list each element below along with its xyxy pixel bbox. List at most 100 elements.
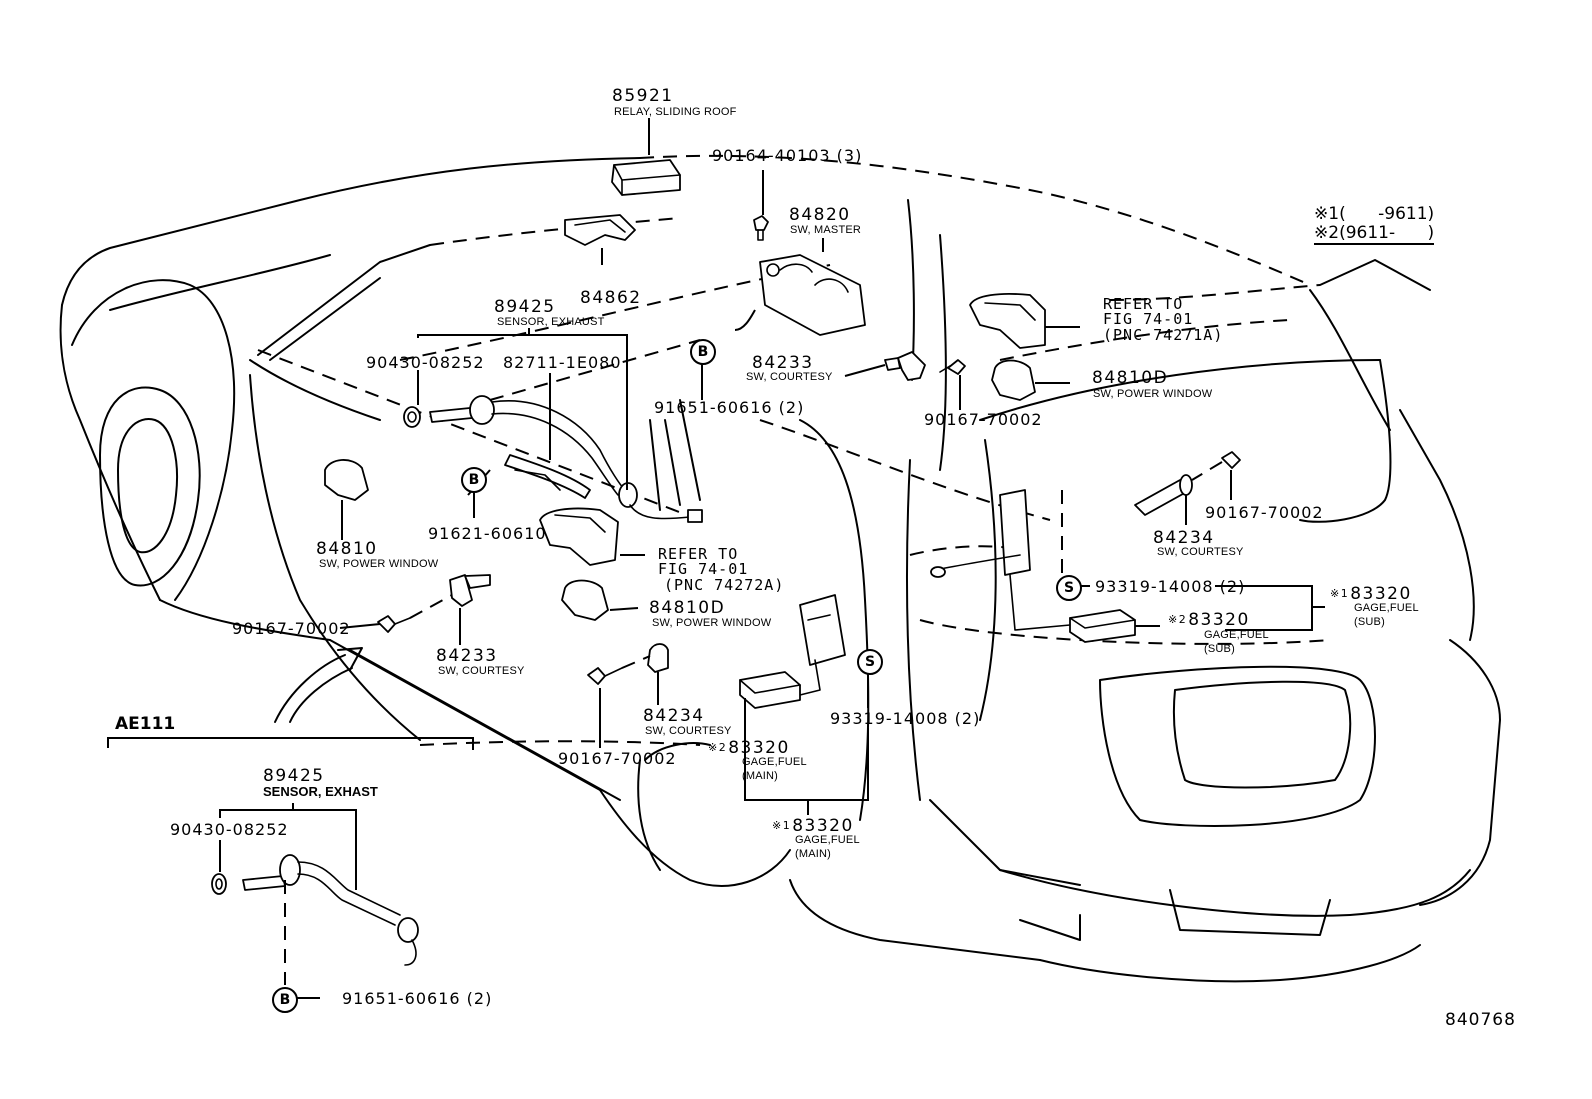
part-desc-sw-power-window-left: SW, POWER WINDOW [319,558,439,570]
part-number-83320-sub-2[interactable]: ※283320 [1168,612,1250,629]
part-number-90167-70002-back[interactable]: 90167-70002 [1205,503,1324,522]
part-number-84810D-right[interactable]: 84810D [1092,368,1169,388]
fuel-gage-main-shape [739,594,846,709]
wire-82711-shape [504,454,591,499]
marker-1: ※1 [1330,587,1350,600]
part-number-84810D-left[interactable]: 84810D [649,598,726,618]
part-number-84820[interactable]: 84820 [789,205,851,225]
part-number-84233-left[interactable]: 84233 [436,646,498,666]
part-sub-label-main-1: (MAIN) [795,848,832,860]
courtesy-switch-right-shape [884,351,926,381]
date-legend: ※1( -9611) ※2(9611- ) [1314,205,1435,245]
legend-marker-1: ※1 [1314,204,1340,224]
callout-s-sub: S [1056,575,1082,601]
screw-back-shape [1191,451,1241,481]
part-number-91621-60610[interactable]: 91621-60610 [428,524,547,543]
part-desc-sw-courtesy-rear-left: SW, COURTESY [645,725,732,737]
part-desc-sw-courtesy-back: SW, COURTESY [1157,546,1244,558]
bracket-84862-shape [564,214,636,246]
part-number-93319-14008-main[interactable]: 93319-14008 (2) [830,709,981,728]
part-desc-sw-power-window-rear-left: SW, POWER WINDOW [652,617,772,629]
legend-text-1: ( -9611) [1339,204,1435,224]
screw-rear-left-shape [587,655,651,685]
part-sub-label-sub-1: (SUB) [1354,616,1385,628]
part-number-text: 83320 [1188,610,1250,630]
legend-row-1: ※1( -9611) [1314,205,1434,224]
part-sub-label-sub-2: (SUB) [1204,643,1235,655]
part-number-90164-40103[interactable]: 90164-40103 (3) [712,146,863,165]
part-number-90430-08252[interactable]: 90430-08252 [366,353,485,372]
part-desc-sw-master: SW, MASTER [790,224,862,236]
part-desc-gage-fuel-main-2: GAGE,FUEL [742,756,807,768]
part-number-84810[interactable]: 84810 [316,539,378,559]
screw-right-shape [939,359,966,375]
refer-right-line-3: (PNC 74271A) [1103,325,1224,344]
part-desc-gage-fuel-sub-1: GAGE,FUEL [1354,602,1419,614]
part-number-83320-main-1[interactable]: ※183320 [772,818,854,835]
part-number-text: 83320 [792,816,854,836]
refer-left-line-3: (PNC 74272A) [664,575,785,594]
master-switch-shape [759,254,866,336]
part-desc-sw-courtesy-right: SW, COURTESY [746,371,833,383]
refer-switch-right-shape [969,292,1046,349]
inset-callout-b: B [272,987,298,1013]
fuel-gage-sub-shape [930,489,1136,643]
refer-switch-left-shape [539,507,619,566]
callout-s-main: S [857,649,883,675]
part-number-85921[interactable]: 85921 [612,86,674,106]
power-window-switch-rear-right-shape [991,359,1036,401]
callout-b-bolt: B [690,339,716,365]
part-number-90167-70002-rear-left[interactable]: 90167-70002 [558,749,677,768]
relay-sliding-roof-shape [611,159,681,196]
marker-2: ※2 [1168,613,1188,626]
part-desc-relay-sliding-roof: RELAY, SLIDING ROOF [614,106,737,118]
inset-part-number-89425[interactable]: 89425 [263,766,325,786]
refer-left-line-1: REFER TO [658,545,739,563]
vehicle-body [59,154,1501,983]
part-desc-sw-power-window-right: SW, POWER WINDOW [1093,388,1213,400]
marker-2: ※2 [708,741,728,754]
inset-title-ae111: AE111 [115,714,176,734]
leader-lines [107,118,1325,999]
part-number-text: 83320 [1350,584,1412,604]
part-number-83320-sub-1[interactable]: ※183320 [1330,586,1412,603]
refer-right-line-2: FIG 74-01 [1103,310,1194,329]
legend-row-2: ※2(9611- ) [1314,223,1435,245]
part-desc-gage-fuel-main-1: GAGE,FUEL [795,834,860,846]
courtesy-switch-back-shape [1134,474,1193,516]
part-sub-label-main-2: (MAIN) [742,770,779,782]
part-number-text: 83320 [728,738,790,758]
courtesy-switch-left-shape [449,574,491,607]
screw-left-shape [377,594,453,633]
refer-right-line-1: REFER TO [1103,295,1184,313]
part-number-89425[interactable]: 89425 [494,297,556,317]
legend-text-2: (9611- ) [1339,223,1435,243]
part-number-90167-70002-left[interactable]: 90167-70002 [232,619,351,638]
inset-part-number-91651-60616[interactable]: 91651-60616 (2) [342,989,493,1008]
refer-note-right[interactable]: REFER TO FIG 74-01 (PNC 74271A) [1103,295,1224,344]
marker-1: ※1 [772,819,792,832]
part-number-91651-60616[interactable]: 91651-60616 (2) [654,398,805,417]
part-desc-sw-courtesy-left: SW, COURTESY [438,665,525,677]
screw-90164-shape [753,215,769,241]
courtesy-switch-rear-left-shape [647,643,669,673]
part-number-84862[interactable]: 84862 [580,288,642,308]
part-number-84234-back[interactable]: 84234 [1153,528,1215,548]
legend-marker-2: ※2 [1314,223,1340,243]
part-desc-sensor-exhaust: SENSOR, EXHAUST [497,316,605,328]
part-number-84234-rear-left[interactable]: 84234 [643,706,705,726]
refer-left-line-2: FIG 74-01 [658,560,749,579]
part-number-82711-1E080[interactable]: 82711-1E080 [503,353,622,372]
power-window-switch-left-shape [324,459,369,501]
inset-part-number-90430-08252[interactable]: 90430-08252 [170,820,289,839]
inset-part-desc-sensor-exhast: SENSOR, EXHAST [263,784,378,799]
part-number-84233-right[interactable]: 84233 [752,353,814,373]
illustration-number: 840768 [1445,1010,1516,1030]
part-number-93319-14008-sub[interactable]: 93319-14008 (2) [1095,577,1246,596]
power-window-switch-rear-left-shape [561,579,609,621]
refer-note-left[interactable]: REFER TO FIG 74-01 (PNC 74272A) [658,545,785,594]
part-number-90167-70002-right[interactable]: 90167-70002 [924,410,1043,429]
part-desc-gage-fuel-sub-2: GAGE,FUEL [1204,629,1269,641]
part-number-83320-main-2[interactable]: ※283320 [708,740,790,757]
